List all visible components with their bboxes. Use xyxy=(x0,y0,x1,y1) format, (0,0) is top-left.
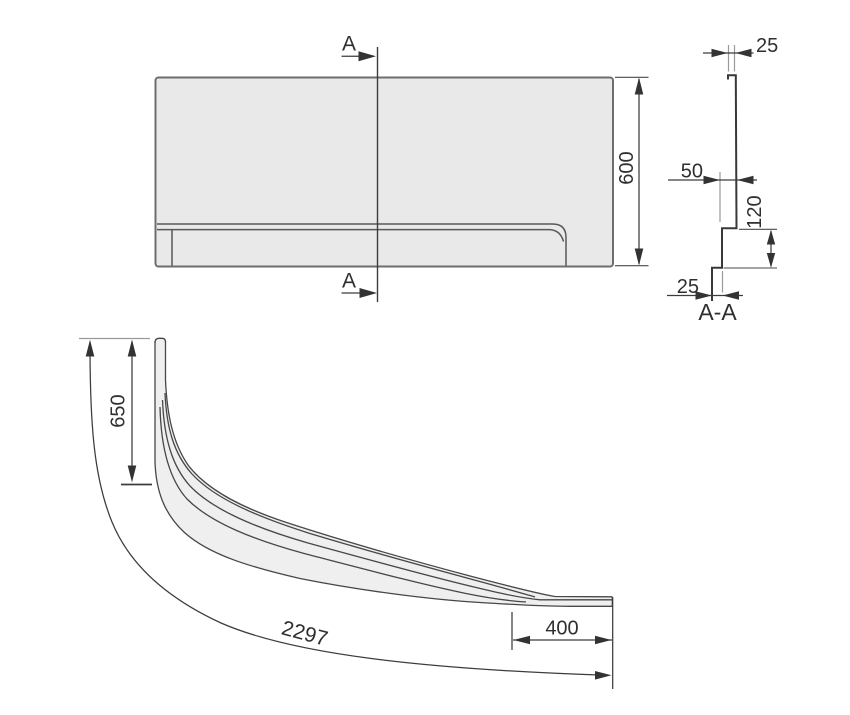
curved-panel-body xyxy=(155,338,613,607)
contour-line-2 xyxy=(161,399,612,601)
dim400-arrow-right-icon xyxy=(595,635,612,645)
dim650-value: 650 xyxy=(108,394,130,427)
section-arrow-top-icon xyxy=(358,51,376,62)
plan-view: 650 2297 400 xyxy=(79,337,614,689)
dimension-50: 50 xyxy=(668,161,757,222)
section-marker-top: A xyxy=(341,33,376,62)
dim25top-value: 25 xyxy=(756,35,778,57)
dim50-arrow-right-icon xyxy=(703,175,720,185)
plinth-edge-upper xyxy=(157,223,567,266)
contour-line-3 xyxy=(159,406,527,603)
section-profile xyxy=(711,74,738,301)
dim2297-arc xyxy=(89,343,607,676)
dim25top-arrow-left-icon xyxy=(735,48,752,58)
dim650-arrow-down-icon xyxy=(127,465,137,483)
dim650-arrow-up-icon xyxy=(127,339,137,357)
section-letter-bottom: A xyxy=(342,270,356,293)
dim25top-arrow-right-icon xyxy=(711,48,728,58)
dimension-top-25: 25 xyxy=(703,35,778,72)
dim400-value: 400 xyxy=(545,618,578,640)
dimension-120: 120 xyxy=(723,195,777,269)
dim600-value: 600 xyxy=(616,151,638,184)
dim600-arrow-down-icon xyxy=(634,248,644,266)
dim50-value: 50 xyxy=(681,161,703,183)
dim2297-arrow-right-icon xyxy=(595,671,612,680)
dim120-arrow-down-icon xyxy=(766,253,776,268)
front-view: A A 600 xyxy=(154,33,649,302)
dimension-bottom-25: 25 xyxy=(667,271,743,300)
dim2297-arrow-up-icon xyxy=(85,339,95,357)
plinth-edge-lower xyxy=(157,228,565,242)
dim400-arrow-left-icon xyxy=(513,635,530,645)
dimension-height-600: 600 xyxy=(615,76,649,267)
dim50-arrow-left-icon xyxy=(737,175,754,185)
curved-panel-top-cap xyxy=(154,337,167,344)
section-letter-top: A xyxy=(342,33,356,56)
section-title: A-A xyxy=(698,299,737,325)
section-view: 25 50 120 25 A-A xyxy=(667,35,778,325)
front-panel-face xyxy=(154,76,614,268)
section-arrow-bottom-icon xyxy=(359,288,377,298)
dim120-arrow-up-icon xyxy=(766,229,776,245)
curved-panel-outer-edge xyxy=(154,341,613,607)
curved-panel-inner-edge xyxy=(164,341,613,598)
dim120-value: 120 xyxy=(744,195,766,228)
dim25bot-arrow-right-icon xyxy=(695,291,712,300)
dim2297-value: 2297 xyxy=(279,617,330,651)
contour-line-1 xyxy=(164,392,536,598)
dim25bot-arrow-left-icon xyxy=(722,291,739,300)
dim25bot-value: 25 xyxy=(677,276,699,298)
dimension-650: 650 xyxy=(79,337,152,486)
dimension-400: 400 xyxy=(511,612,612,650)
dim600-arrow-up-icon xyxy=(634,77,644,95)
section-marker-bottom: A xyxy=(341,270,377,298)
